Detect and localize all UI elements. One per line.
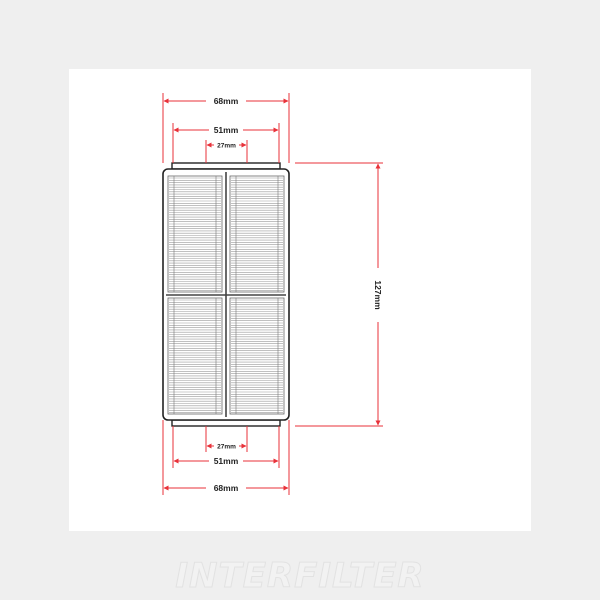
bottom-end-cap xyxy=(171,419,281,427)
pleat-panel xyxy=(167,297,223,415)
dim-top-outer-label: 68mm xyxy=(214,96,239,106)
dim-bottom-outer-label: 68mm xyxy=(214,483,239,493)
dim-bottom-inner: 51mm xyxy=(172,426,280,468)
drawing-panel: 68mm 51mm 27mm 27mm xyxy=(69,69,531,531)
pleat-panels xyxy=(167,175,285,415)
dim-bottom-core-label: 27mm xyxy=(217,444,236,451)
dim-height: 127mm xyxy=(295,162,383,427)
dim-top-outer: 68mm xyxy=(162,93,290,163)
top-end-cap xyxy=(171,162,281,170)
dim-top-core-label: 27mm xyxy=(217,143,236,150)
filter-cartridge xyxy=(162,162,290,427)
interfilter-logo: INTERFILTER xyxy=(175,556,425,597)
dim-top-inner-label: 51mm xyxy=(214,125,239,135)
dim-bottom-core: 27mm xyxy=(205,426,248,452)
dim-bottom-outer: 68mm xyxy=(162,420,290,495)
filter-cartridge-drawing: 68mm 51mm 27mm 27mm xyxy=(162,93,383,495)
pleat-panel xyxy=(167,175,223,293)
dim-height-label: 127mm xyxy=(373,280,383,310)
dim-top-core: 27mm xyxy=(205,140,248,163)
dim-top-inner: 51mm xyxy=(172,123,280,163)
pleat-panel xyxy=(229,297,285,415)
pleat-panel xyxy=(229,175,285,293)
dim-bottom-inner-label: 51mm xyxy=(214,456,239,466)
